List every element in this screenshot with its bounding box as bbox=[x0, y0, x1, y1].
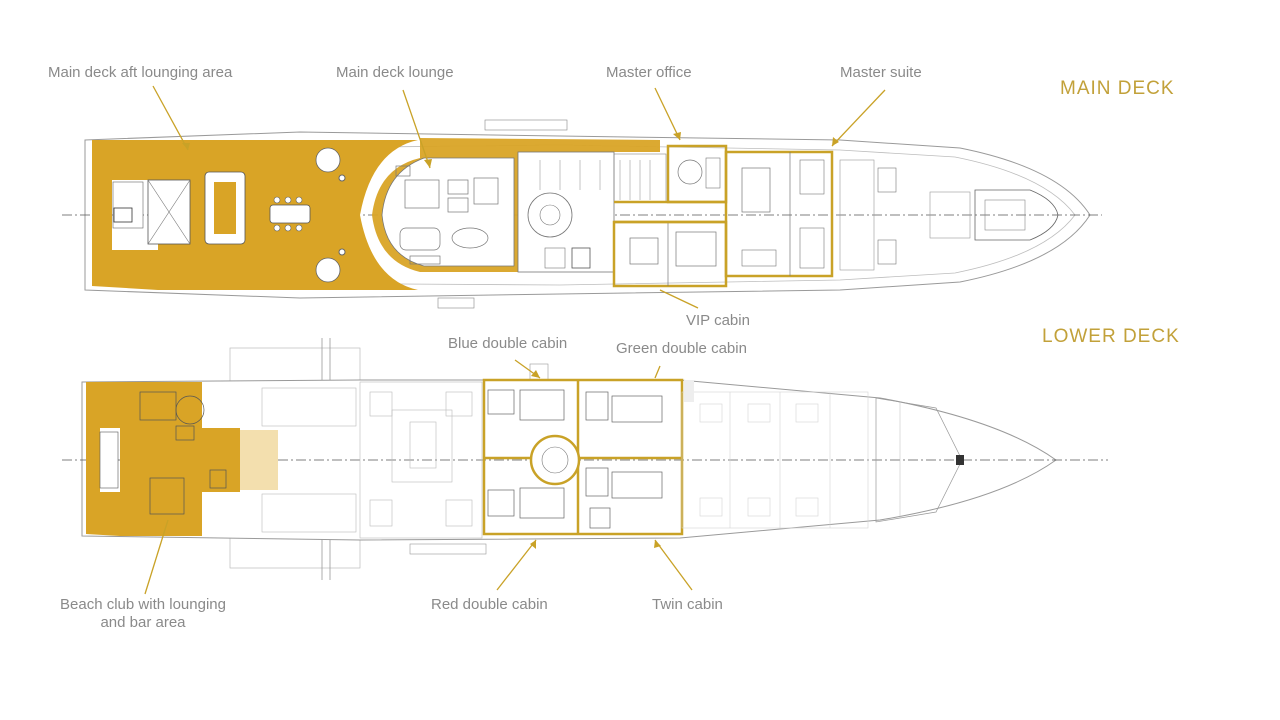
label-main-deck-aft-lounging-area: Main deck aft lounging area bbox=[48, 64, 233, 81]
beach-club-area bbox=[86, 382, 120, 536]
main-deck-aft-lounging-area bbox=[92, 140, 158, 290]
label-vip-cabin: VIP cabin bbox=[686, 312, 750, 329]
label-green-double-cabin: Green double cabin bbox=[616, 340, 747, 357]
label-beach-club: Beach club with lounging and bar area bbox=[43, 596, 243, 632]
label-master-office: Master office bbox=[606, 64, 692, 81]
label-red-double-cabin: Red double cabin bbox=[431, 596, 548, 613]
label-twin-cabin: Twin cabin bbox=[652, 596, 723, 613]
main-deck-lounge-area bbox=[358, 140, 418, 290]
main-deck-title: MAIN DECK bbox=[1060, 78, 1175, 99]
master-suite-outline bbox=[724, 150, 834, 278]
leader-arrowheads bbox=[182, 132, 839, 549]
label-master-suite: Master suite bbox=[840, 64, 922, 81]
lower-deck-title: LOWER DECK bbox=[1042, 326, 1180, 347]
lower-foyer-stair bbox=[529, 434, 581, 486]
label-main-deck-lounge: Main deck lounge bbox=[336, 64, 454, 81]
label-beach-club-line1: Beach club with lounging bbox=[60, 596, 226, 613]
label-blue-double-cabin: Blue double cabin bbox=[448, 335, 568, 352]
label-beach-club-line2: and bar area bbox=[100, 614, 186, 631]
main-deck-plan bbox=[62, 119, 1102, 309]
lower-deck-plan bbox=[62, 338, 1108, 580]
